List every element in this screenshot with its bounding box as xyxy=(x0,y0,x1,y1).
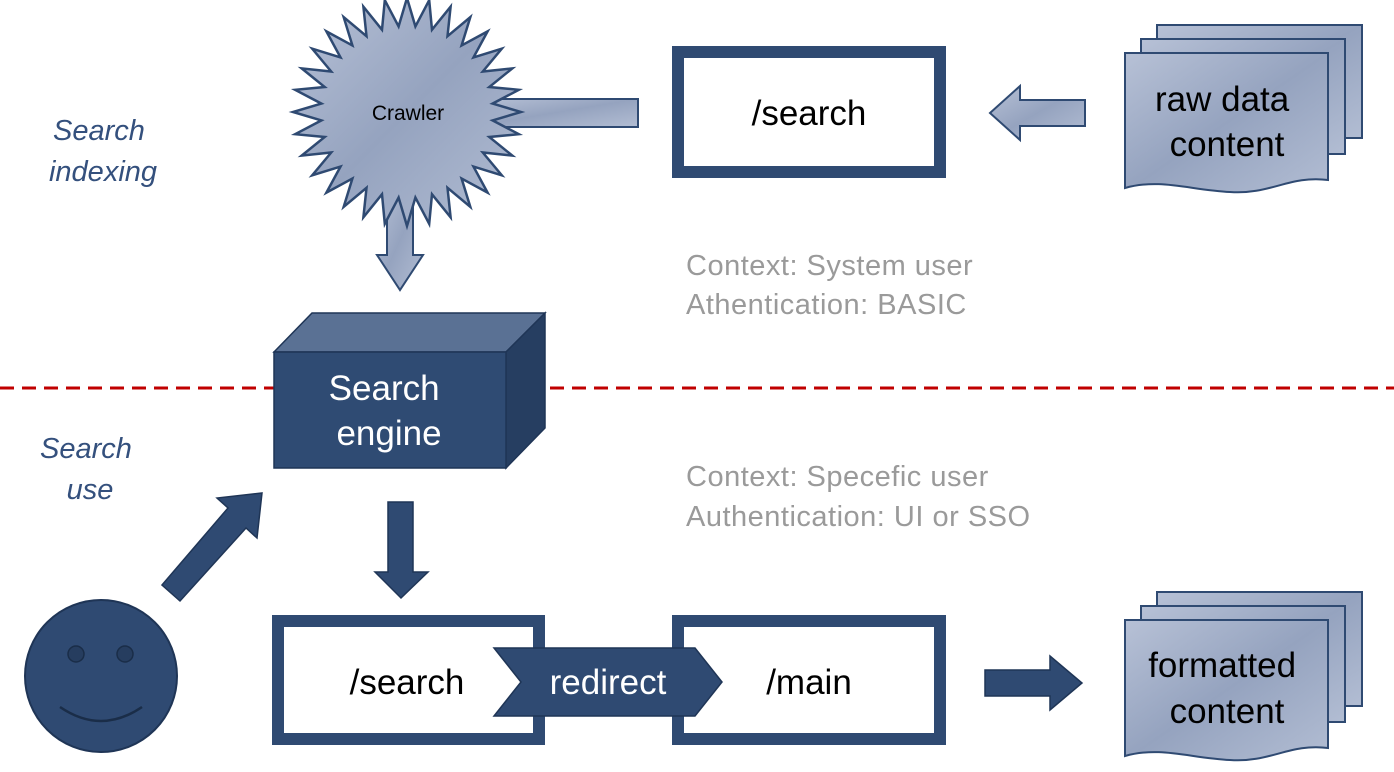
user-to-engine-arrow xyxy=(160,492,263,603)
redirect-label: redirect xyxy=(550,663,667,702)
redirect-chevron xyxy=(492,647,723,717)
formatted-content-label: formatted content xyxy=(1148,646,1306,731)
raw-data-documents-icon xyxy=(1124,24,1363,194)
engine-down-arrow xyxy=(373,501,430,600)
bottom-search-endpoint-label: /search xyxy=(350,663,465,702)
use-context-text: Context: Specefic user Authentication: U… xyxy=(686,461,1031,533)
user-smiley-icon xyxy=(24,599,178,753)
main-endpoint-box xyxy=(672,615,946,745)
top-search-endpoint-label: /search xyxy=(752,94,867,133)
top-search-endpoint-box xyxy=(672,46,946,178)
raw-data-label: raw data content xyxy=(1155,80,1299,164)
section-label-use: Search use xyxy=(40,433,140,506)
formatted-content-documents-icon xyxy=(1124,591,1363,762)
main-to-formatted-arrow xyxy=(984,654,1084,712)
section-label-indexing: Search indexing xyxy=(49,115,157,188)
raw-to-search-arrow xyxy=(988,83,1086,143)
search-engine-label: Search engine xyxy=(329,369,450,453)
crawler-starburst xyxy=(288,0,526,231)
crawler-label: Crawler xyxy=(372,102,444,125)
search-engine-cube xyxy=(272,311,547,470)
main-endpoint-label: /main xyxy=(766,663,852,702)
indexing-context-text: Context: System user Athentication: BASI… xyxy=(686,250,982,321)
